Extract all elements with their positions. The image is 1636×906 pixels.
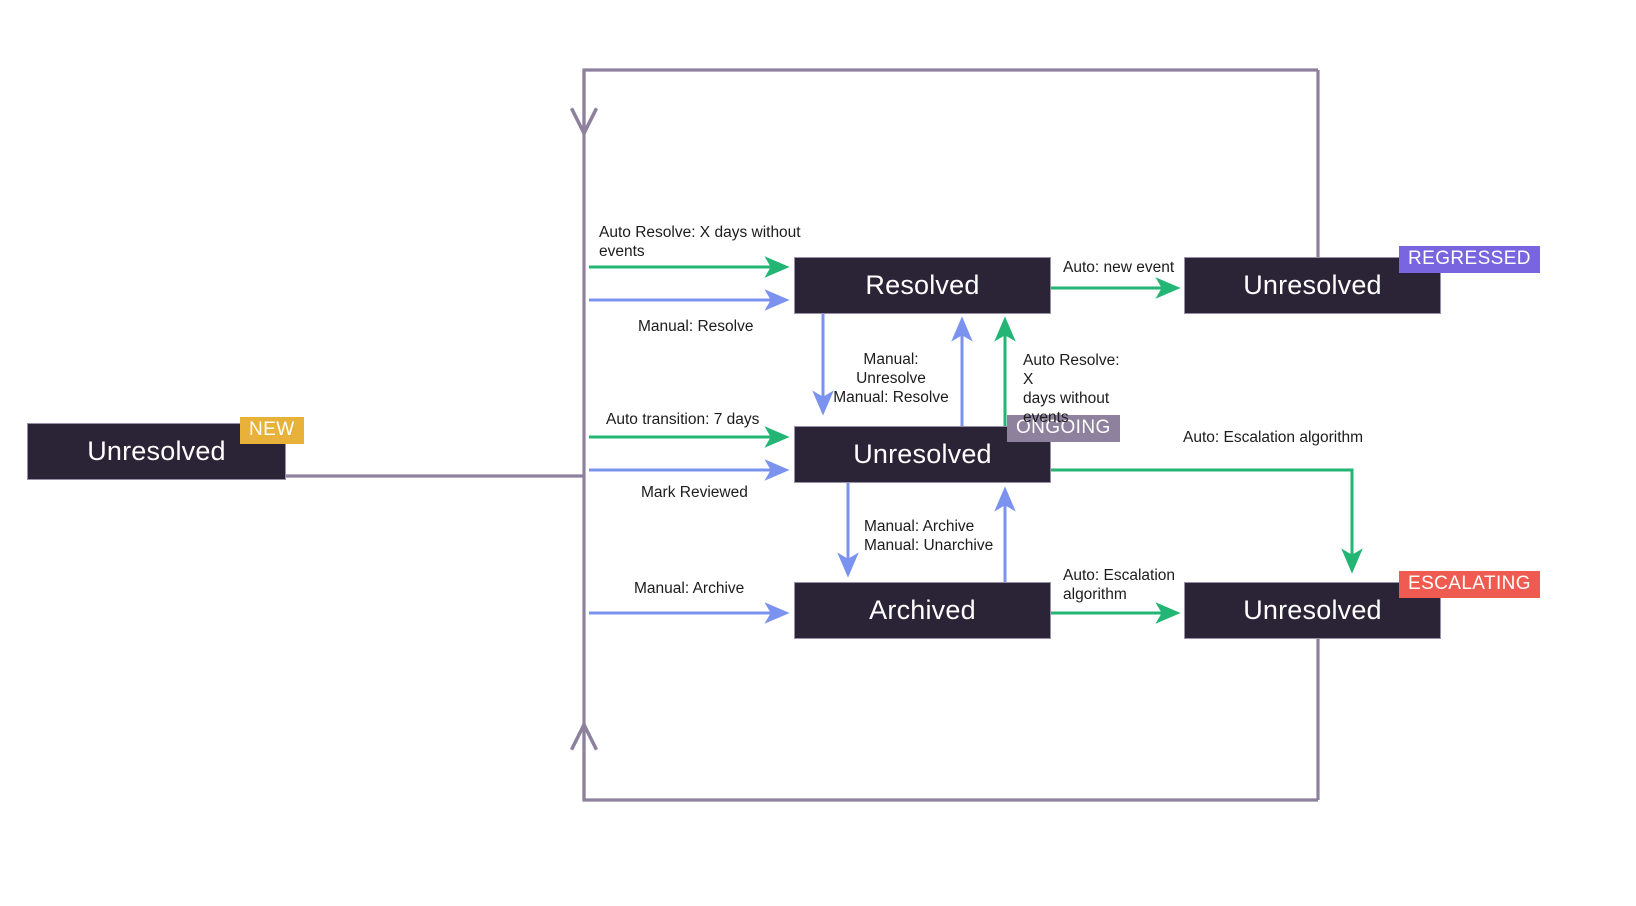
edge-label-manual-archive-unarchive: Manual: Archive Manual: Unarchive (864, 518, 994, 554)
edge-label-auto-escalation-bottom: Auto: Escalation algorithm (1063, 567, 1176, 603)
status-badge-ongoing: ONGOING (1007, 415, 1120, 442)
state-label-ongoing: Unresolved (853, 439, 992, 469)
edge-label-auto-transition-7-days: Auto transition: 7 days (606, 411, 760, 428)
edge-label-auto-escalation-top: Auto: Escalation algorithm (1183, 429, 1364, 446)
edge-label-manual-unresolve-resolve: Manual: Unresolve Manual: Resolve (833, 351, 949, 406)
state-box-new[interactable]: Unresolved (28, 424, 285, 479)
state-label-regressed: Unresolved (1243, 270, 1382, 300)
state-box-archived[interactable]: Archived (795, 583, 1050, 638)
state-label-resolved: Resolved (865, 270, 980, 300)
state-label-new: Unresolved (87, 436, 226, 466)
edge-label-auto-resolve-days-top: Auto Resolve: X days without events (599, 224, 801, 260)
state-label-archived: Archived (869, 595, 976, 625)
state-box-resolved[interactable]: Resolved (795, 258, 1050, 313)
edge-label-auto-resolve-days-up: Auto Resolve: X days without events (1023, 352, 1120, 426)
edge-label-auto-new-event: Auto: new event (1063, 259, 1175, 276)
edge-auto-escalation-ongoing-to-escalating (1051, 468, 1363, 574)
edge-label-mark-reviewed: Mark Reviewed (641, 484, 748, 501)
state-label-escalating: Unresolved (1243, 595, 1382, 625)
status-badge-escalating: ESCALATING (1399, 571, 1540, 598)
edge-label-manual-resolve-top: Manual: Resolve (638, 318, 754, 335)
state-box-ongoing[interactable]: Unresolved (795, 427, 1050, 482)
status-badge-regressed: REGRESSED (1399, 246, 1540, 273)
state-box-regressed[interactable]: Unresolved (1185, 258, 1440, 313)
edge-label-manual-archive-left: Manual: Archive (634, 580, 745, 597)
status-badge-new: NEW (240, 417, 304, 444)
state-box-escalating[interactable]: Unresolved (1185, 583, 1440, 638)
